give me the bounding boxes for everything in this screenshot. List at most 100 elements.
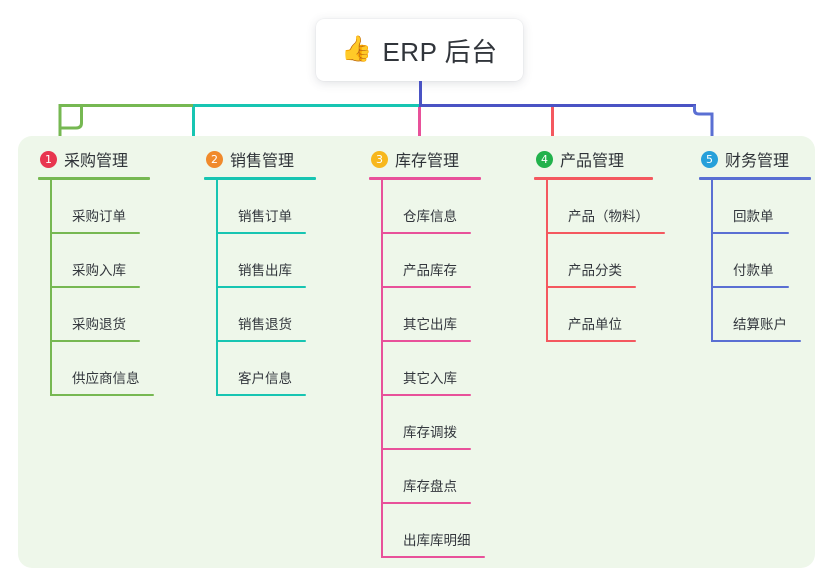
- leaf-node-label: 产品分类: [568, 263, 622, 278]
- root-node-card[interactable]: 👍 ERP 后台: [316, 19, 523, 81]
- leaf-node-underline: [711, 286, 789, 288]
- column-1: 1 采购管理采购订单采购入库采购退货供应商信息: [38, 146, 188, 396]
- column-underline-4: [534, 177, 653, 180]
- leaf-node-label: 销售订单: [238, 209, 292, 224]
- column-badge-5: 5: [701, 150, 718, 168]
- leaf-node[interactable]: 库存调拨: [381, 396, 519, 450]
- leaf-node[interactable]: 产品单位: [546, 288, 689, 342]
- leaf-node-label: 付款单: [733, 263, 774, 278]
- leaf-node[interactable]: 产品库存: [381, 234, 519, 288]
- leaf-node-underline: [216, 286, 306, 288]
- column-items-4: 产品（物料） 产品分类产品单位: [534, 180, 689, 342]
- leaf-node[interactable]: 采购退货: [50, 288, 188, 342]
- leaf-node-underline: [216, 340, 306, 342]
- leaf-node-label: 采购订单: [72, 209, 126, 224]
- column-items-3: 仓库信息产品库存其它出库其它入库库存调拨库存盘点出库库明细: [369, 180, 519, 558]
- leaf-node-label: 产品库存: [403, 263, 457, 278]
- column-header-1[interactable]: 1 采购管理: [38, 146, 188, 172]
- column-badge-3: 3: [371, 150, 388, 168]
- leaf-node-underline: [50, 340, 140, 342]
- leaf-node-underline: [216, 394, 306, 396]
- leaf-node-underline: [381, 286, 471, 288]
- leaf-node-label: 库存调拨: [403, 425, 457, 440]
- leaf-node-label: 产品（物料）: [568, 209, 649, 224]
- leaf-node-underline: [50, 286, 140, 288]
- page-title: ERP 后台: [382, 36, 498, 67]
- leaf-node-underline: [546, 286, 636, 288]
- leaf-node-underline: [381, 502, 471, 504]
- leaf-node-underline: [381, 394, 471, 396]
- column-badge-4: 4: [536, 150, 553, 168]
- leaf-node-label: 其它出库: [403, 317, 457, 332]
- column-title-2: 销售管理: [230, 153, 295, 170]
- column-items-5: 回款单付款单结算账户: [699, 180, 819, 342]
- leaf-node[interactable]: 仓库信息: [381, 180, 519, 234]
- leaf-node-label: 结算账户: [733, 317, 787, 332]
- leaf-node-label: 客户信息: [238, 371, 292, 386]
- column-spine-5: [711, 180, 713, 342]
- tree-connector-col1-elbow: [58, 104, 82, 138]
- column-header-5[interactable]: 5 财务管理: [699, 146, 819, 172]
- leaf-node[interactable]: 供应商信息: [50, 342, 188, 396]
- leaf-node[interactable]: 付款单: [711, 234, 819, 288]
- leaf-node[interactable]: 采购订单: [50, 180, 188, 234]
- column-spine-2: [216, 180, 218, 396]
- leaf-node[interactable]: 其它入库: [381, 342, 519, 396]
- leaf-node[interactable]: 销售出库: [216, 234, 354, 288]
- leaf-node-underline: [381, 232, 471, 234]
- column-spine-1: [50, 180, 52, 396]
- column-header-3[interactable]: 3 库存管理: [369, 146, 519, 172]
- leaf-node-label: 销售退货: [238, 317, 292, 332]
- column-underline-5: [699, 177, 811, 180]
- leaf-node-underline: [50, 232, 140, 234]
- leaf-node[interactable]: 销售退货: [216, 288, 354, 342]
- thumbs-up-emoji: 👍: [341, 34, 373, 63]
- column-3: 3 库存管理仓库信息产品库存其它出库其它入库库存调拨库存盘点出库库明细: [369, 146, 519, 558]
- leaf-node-label: 出库库明细: [403, 533, 471, 548]
- column-title-5: 财务管理: [725, 153, 790, 170]
- leaf-node-underline: [50, 394, 154, 396]
- column-2: 2 销售管理销售订单销售出库销售退货客户信息: [204, 146, 354, 396]
- leaf-node-underline: [546, 340, 636, 342]
- leaf-node[interactable]: 库存盘点: [381, 450, 519, 504]
- leaf-node[interactable]: 出库库明细: [381, 504, 519, 558]
- column-header-4[interactable]: 4 产品管理: [534, 146, 689, 172]
- column-underline-1: [38, 177, 150, 180]
- column-underline-2: [204, 177, 316, 180]
- column-badge-2: 2: [206, 150, 223, 168]
- column-underline-3: [369, 177, 481, 180]
- leaf-node[interactable]: 客户信息: [216, 342, 354, 396]
- leaf-node-label: 采购入库: [72, 263, 126, 278]
- leaf-node[interactable]: 其它出库: [381, 288, 519, 342]
- column-4: 4 产品管理产品（物料） 产品分类产品单位: [534, 146, 689, 342]
- leaf-node-underline: [381, 556, 485, 558]
- leaf-node-label: 仓库信息: [403, 209, 457, 224]
- column-items-1: 采购订单采购入库采购退货供应商信息: [38, 180, 188, 396]
- leaf-node-underline: [711, 340, 801, 342]
- column-header-2[interactable]: 2 销售管理: [204, 146, 354, 172]
- column-badge-1: 1: [40, 150, 57, 168]
- leaf-node[interactable]: 回款单: [711, 180, 819, 234]
- leaf-node-label: 供应商信息: [72, 371, 140, 386]
- leaf-node-underline: [711, 232, 789, 234]
- leaf-node[interactable]: 采购入库: [50, 234, 188, 288]
- column-title-4: 产品管理: [560, 153, 625, 170]
- column-title-1: 采购管理: [64, 153, 129, 170]
- leaf-node-label: 产品单位: [568, 317, 622, 332]
- leaf-node-underline: [381, 340, 471, 342]
- leaf-node[interactable]: 销售订单: [216, 180, 354, 234]
- leaf-node-underline: [546, 232, 665, 234]
- leaf-node-label: 其它入库: [403, 371, 457, 386]
- leaf-node-label: 采购退货: [72, 317, 126, 332]
- leaf-node[interactable]: 产品分类: [546, 234, 689, 288]
- leaf-node-label: 回款单: [733, 209, 774, 224]
- leaf-node-label: 销售出库: [238, 263, 292, 278]
- tree-connectors: [60, 81, 714, 138]
- mindmap-panel: [18, 136, 815, 568]
- leaf-node-underline: [216, 232, 306, 234]
- column-spine-3: [381, 180, 383, 558]
- leaf-node[interactable]: 产品（物料）: [546, 180, 689, 234]
- column-title-3: 库存管理: [395, 153, 460, 170]
- leaf-node[interactable]: 结算账户: [711, 288, 819, 342]
